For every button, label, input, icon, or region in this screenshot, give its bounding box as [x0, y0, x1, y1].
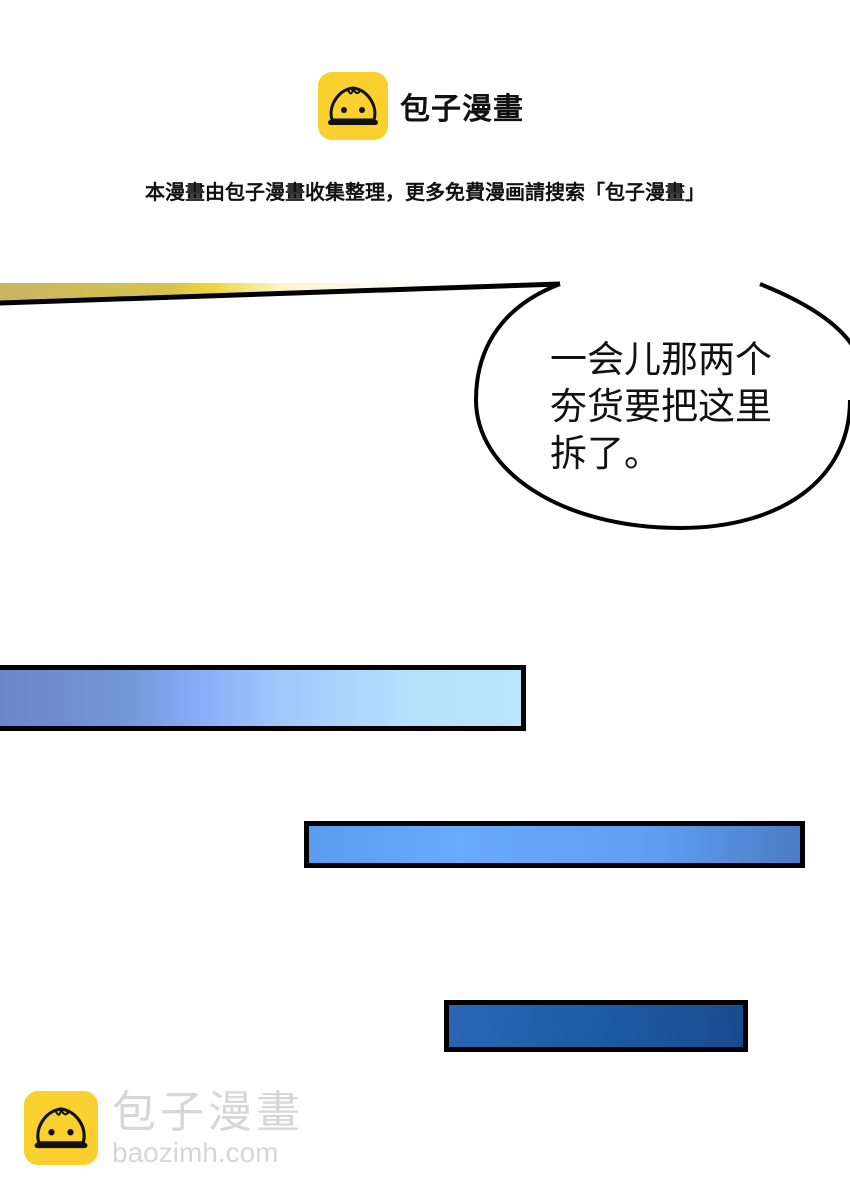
steamed-bun-icon [24, 1091, 98, 1165]
comic-panel-mid-blue [304, 821, 805, 868]
watermark: 包子漫畫 baozimh.com [24, 1088, 304, 1168]
steamed-bun-icon [318, 72, 388, 140]
speech-bubble-outline [473, 282, 850, 531]
bubble-line: 拆了。 [550, 432, 661, 475]
brand-header[interactable]: 包子漫畫 [318, 72, 524, 140]
speech-bubble-text: 一会儿那两个 夯货要把这里 拆了。 [550, 336, 810, 477]
bubble-line: 一会儿那两个 [550, 338, 772, 381]
watermark-brand: 包子漫畫 [112, 1087, 304, 1138]
bubble-line: 夯货要把这里 [550, 385, 772, 428]
comic-artwork [0, 281, 850, 531]
watermark-url: baozimh.com [112, 1137, 279, 1168]
comic-panel-light-blue [0, 665, 526, 731]
source-notice: 本漫畫由包子漫畫收集整理，更多免費漫画請搜索「包子漫畫」 [145, 180, 705, 204]
comic-panel-dark-blue [444, 1000, 748, 1052]
brand-name: 包子漫畫 [400, 92, 524, 127]
